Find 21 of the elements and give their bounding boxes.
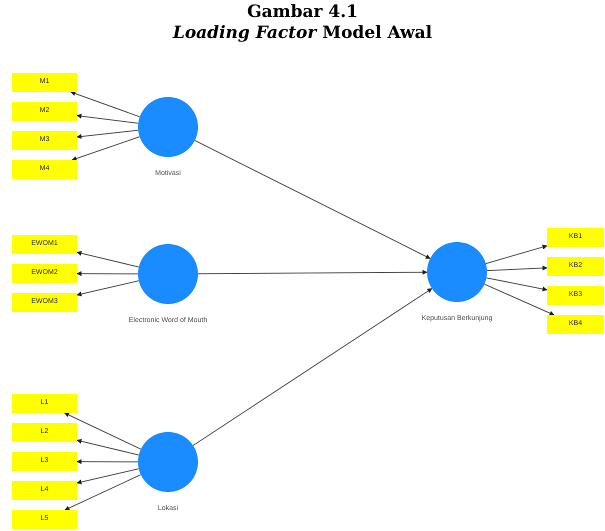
figure-subtitle: Loading Factor Model Awal xyxy=(172,22,434,44)
arrow xyxy=(70,91,140,118)
arrow xyxy=(76,459,138,464)
arrow xyxy=(484,284,555,316)
arrow xyxy=(76,250,140,268)
arrow xyxy=(485,244,548,264)
arrow xyxy=(486,277,548,292)
figure-title: Gambar 4.1 xyxy=(246,2,359,22)
arrow xyxy=(64,474,142,510)
arrow xyxy=(76,114,139,124)
arrow xyxy=(76,130,139,139)
arrow xyxy=(76,438,140,456)
arrow xyxy=(76,468,140,484)
arrow xyxy=(198,270,428,275)
arrow xyxy=(76,271,138,276)
arrow xyxy=(192,288,432,446)
arrow xyxy=(486,266,548,272)
arrow xyxy=(72,136,140,161)
arrow xyxy=(64,412,142,450)
arrow xyxy=(194,140,431,260)
arrow xyxy=(76,280,140,296)
